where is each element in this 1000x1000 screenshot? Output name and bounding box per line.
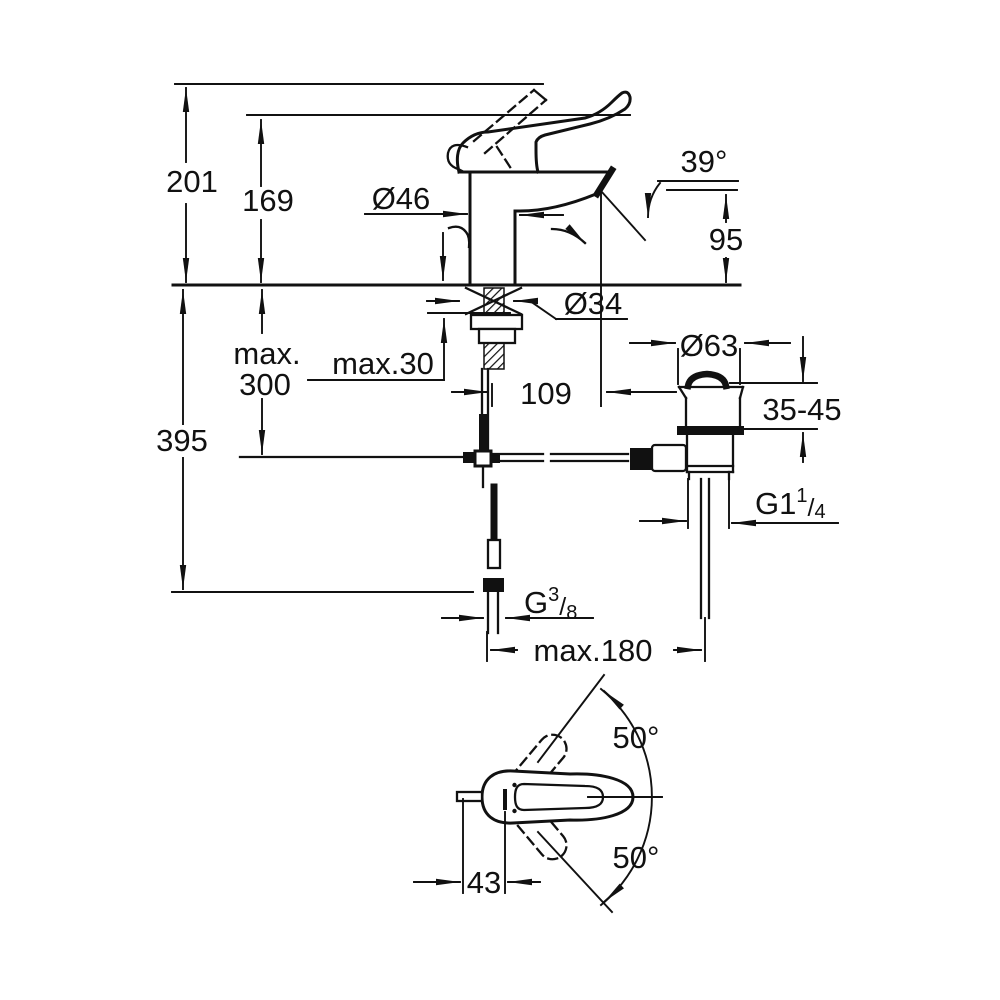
faucet-plan-view: 50° 50° — [455, 673, 663, 914]
dim-label-95: 95 — [709, 222, 743, 257]
handle-pin — [455, 790, 484, 803]
dim-waste-thread: G11/4 — [639, 478, 839, 529]
dim-basin-thickness-range: 35-45 — [729, 336, 842, 463]
dim-total-height-below: 395 — [156, 289, 208, 590]
dim-outlet-height: 95 — [600, 191, 743, 407]
dim-label-max: max. — [233, 336, 300, 371]
dim-label-300: 300 — [239, 367, 291, 402]
dim-overall-height: 201 — [166, 87, 218, 283]
dim-label-50deg-down: 50° — [613, 840, 660, 875]
dim-label-d34: Ø34 — [564, 286, 623, 321]
dim-label-39deg: 39° — [681, 144, 728, 179]
dim-supply-thread: G3/8 — [441, 584, 594, 624]
dim-label-109: 109 — [520, 376, 572, 411]
supply-connection — [238, 414, 630, 635]
dim-spout-reach: 109 — [451, 376, 677, 411]
aerator-face — [592, 165, 617, 199]
dim-label-50deg-up: 50° — [613, 720, 660, 755]
pull-rod-hook — [447, 225, 471, 249]
handle-dashed-up — [499, 733, 568, 808]
dim-label-d46: Ø46 — [372, 181, 431, 216]
handle-lever-solid — [455, 90, 632, 174]
handle-dashed-down — [499, 786, 568, 861]
pivot-mark — [503, 789, 507, 810]
dim-waste-flange-diameter: Ø63 — [629, 328, 791, 385]
dim-label-max180: max.180 — [534, 633, 653, 668]
flow-direction-arrow — [550, 224, 587, 245]
dim-label-43: 43 — [467, 865, 501, 900]
dim-label-g3-8: G3/8 — [524, 584, 577, 624]
faucet-body-outline — [457, 170, 614, 287]
spout-underside — [514, 192, 598, 213]
handle-lever-raised-dashed — [472, 88, 548, 172]
dim-handle-clearance: 43 — [413, 798, 541, 900]
dim-label-g1-1-4: G11/4 — [755, 485, 826, 523]
swing-arc — [599, 687, 653, 907]
swing-ray-down — [536, 830, 614, 914]
dim-shank-diameter: Ø34 — [426, 286, 628, 321]
dim-label-169: 169 — [242, 183, 294, 218]
reference-lines — [171, 83, 742, 593]
waste-plug-dome — [684, 370, 730, 390]
waste-side-inlet — [650, 443, 688, 473]
dim-spout-angle: 39° — [599, 144, 739, 242]
dim-label-35-45: 35-45 — [762, 392, 841, 427]
handle-lever-plan — [513, 782, 605, 812]
faucet-side-view — [446, 88, 632, 287]
tee-fitting — [473, 449, 493, 468]
dim-label-395: 395 — [156, 423, 208, 458]
dim-max-deck-thickness: max.30 — [307, 232, 448, 381]
seal-ring — [677, 426, 744, 435]
dim-body-diameter: Ø46 — [364, 181, 564, 219]
dim-label-201: 201 — [166, 164, 218, 199]
waste-assembly — [630, 370, 745, 620]
dim-max-waste-distance: max.180 — [486, 617, 706, 668]
dim-label-max30: max.30 — [332, 346, 434, 381]
dim-spout-top-height: 169 — [242, 119, 294, 283]
dim-label-d63: Ø63 — [680, 328, 739, 363]
pull-rod-knob — [446, 143, 469, 174]
swing-ray-up — [536, 673, 606, 764]
dim-max-hose-drop: max. 300 — [233, 289, 301, 455]
